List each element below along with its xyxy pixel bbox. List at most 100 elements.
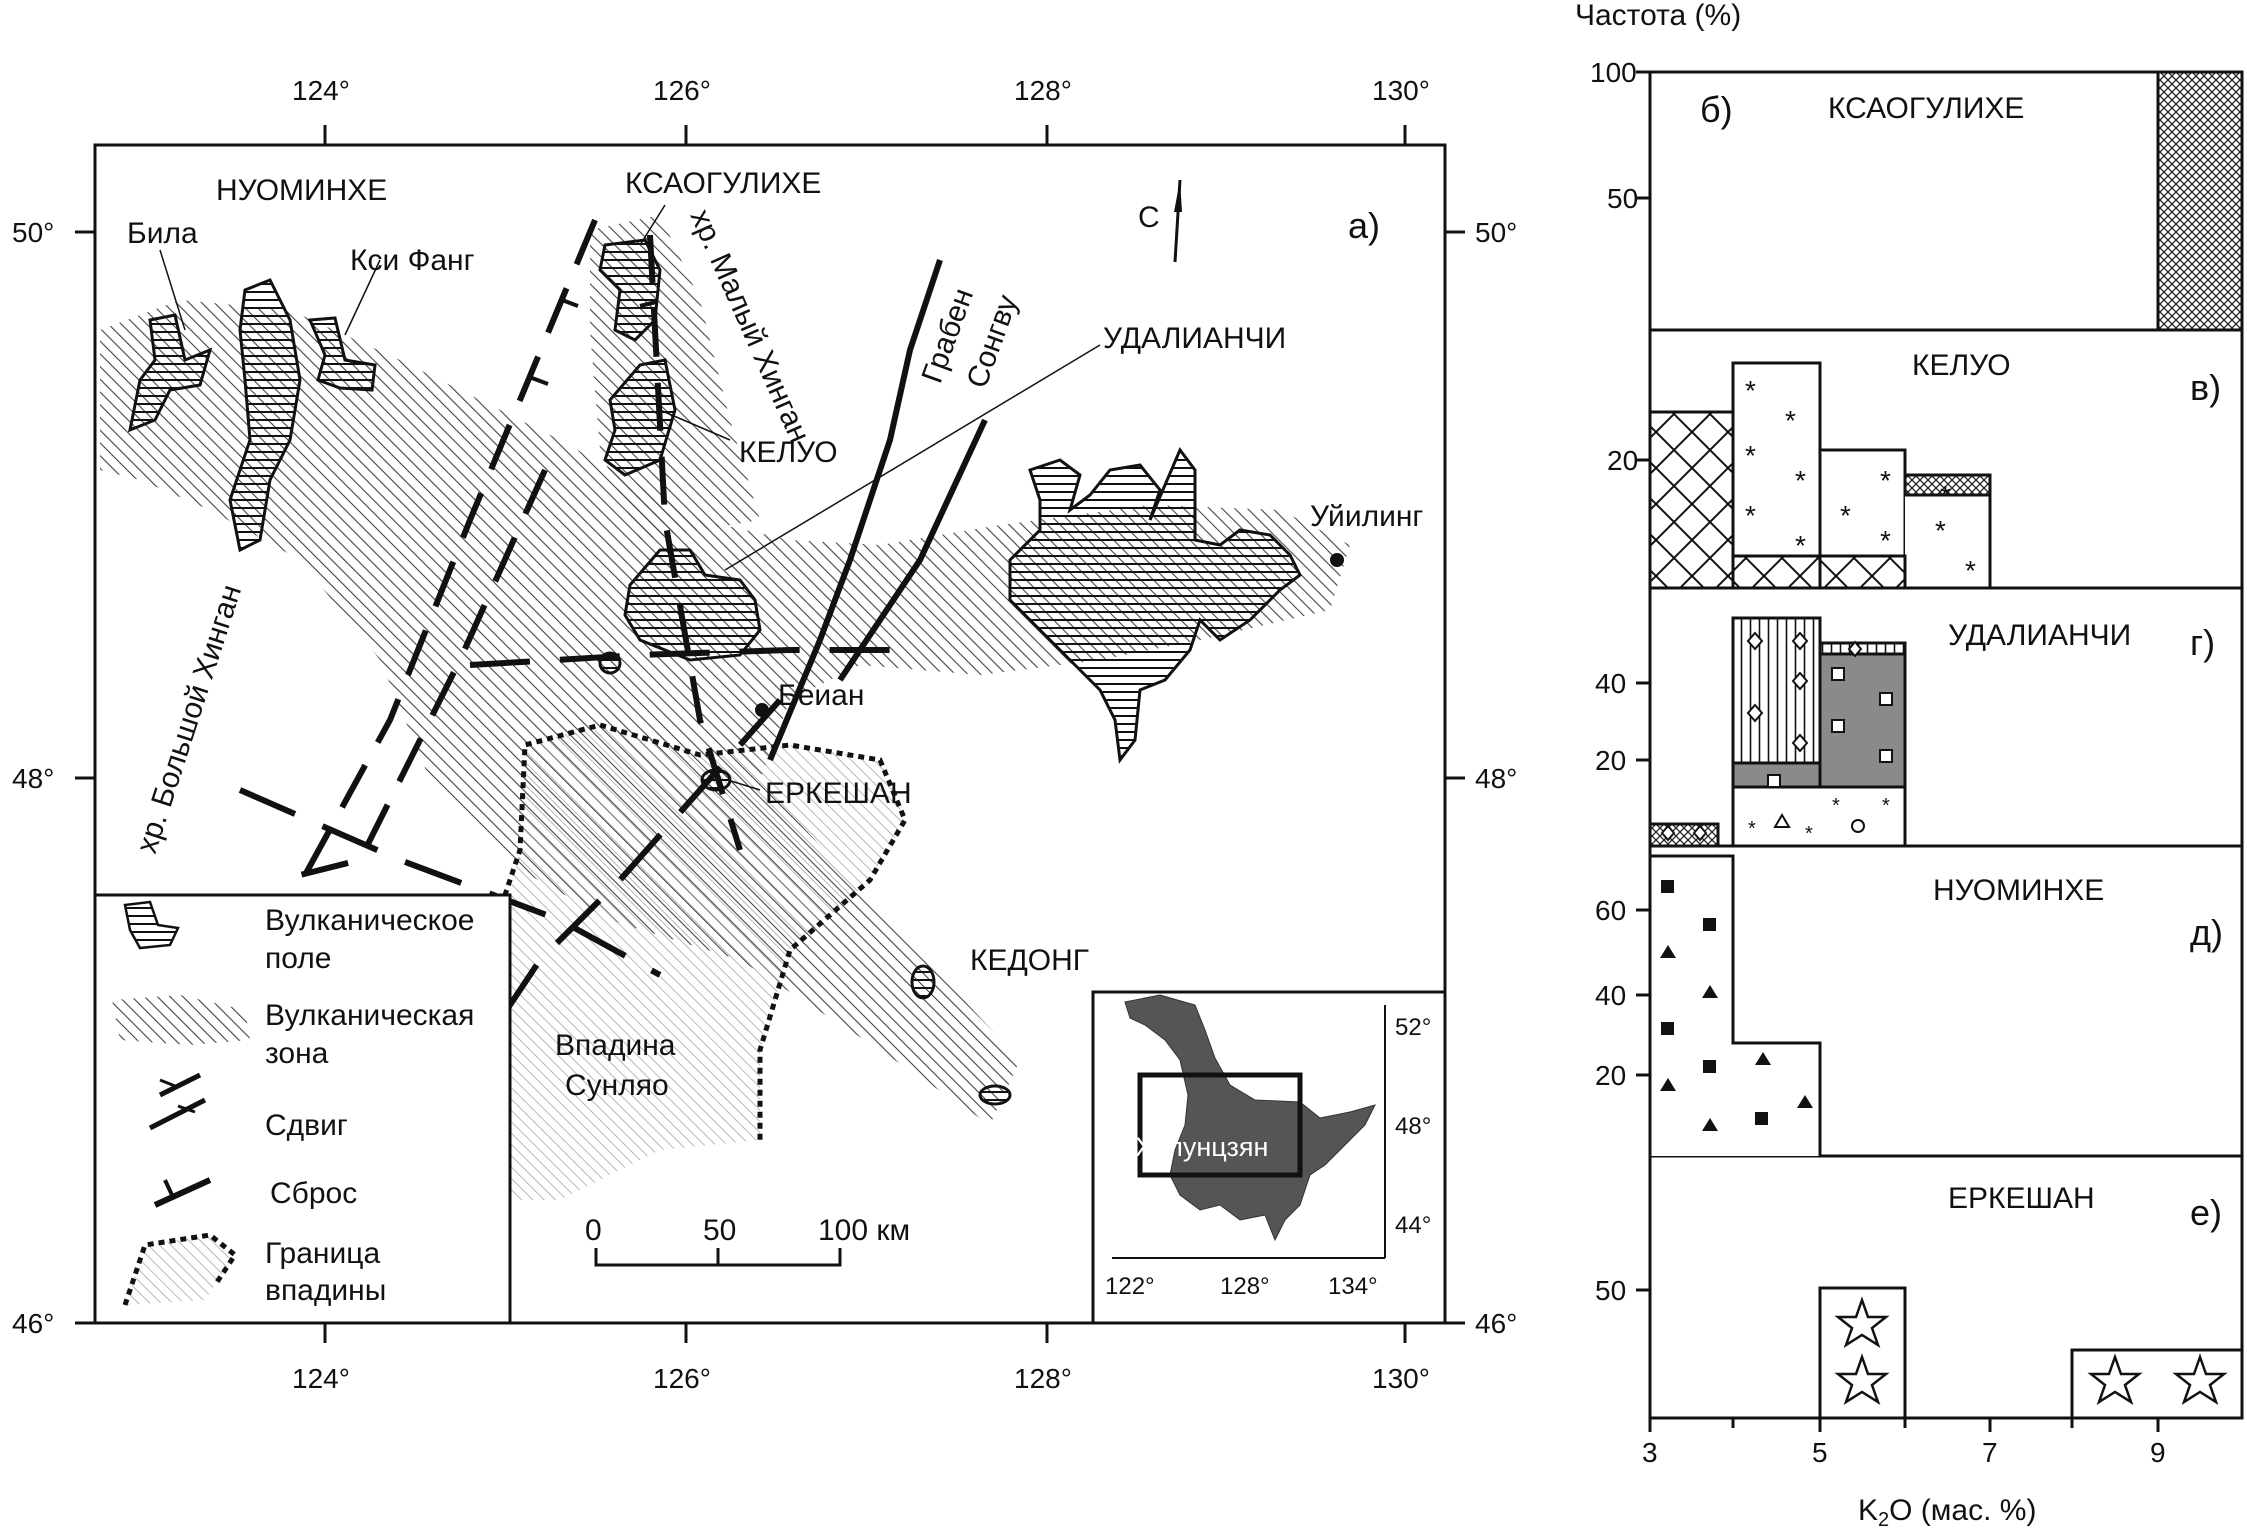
- fault-line-1: [302, 218, 598, 877]
- map-panel-letter: а): [1348, 205, 1380, 246]
- fault-line-4: [469, 647, 910, 668]
- panel-g-ytick-40: 40: [1595, 668, 1626, 699]
- fault-line-3: [647, 234, 743, 851]
- panel-d-ytick-60: 60: [1595, 895, 1626, 926]
- lon-bottom-126: 126°: [653, 1363, 711, 1394]
- faults: [238, 218, 988, 1022]
- svg-text:*: *: [1745, 440, 1756, 471]
- legend: Вулканическое поле Вулканическая зона Сд…: [93, 893, 512, 1325]
- bar-v-k3-cross-extension: [1731, 554, 1907, 590]
- lon-bottom-124: 124°: [292, 1363, 350, 1394]
- hist-y-title: Частота (%): [1575, 0, 1741, 32]
- hist-x-ticks: [1648, 1418, 2160, 1432]
- label-kedong: КЕДОНГ: [970, 944, 1089, 977]
- label-xiaogulihe: КСАОГУЛИХЕ: [625, 167, 821, 200]
- graben-fault-east: [837, 418, 988, 682]
- hist-xtick-9: 9: [2150, 1437, 2166, 1468]
- kedong-field-2: [978, 1084, 1012, 1106]
- lon-bottom-130: 130°: [1372, 1363, 1430, 1394]
- lat-axis-ticks: [75, 230, 1465, 1325]
- xi-fang-field: [307, 316, 377, 392]
- legend-basin-boundary-2: впадины: [265, 1274, 386, 1307]
- svg-text:*: *: [1795, 530, 1806, 561]
- hist-x-title: K2O (мас. %): [1858, 1494, 2036, 1530]
- scale-bar: 0 50 100 км: [585, 1214, 910, 1267]
- panel-d-ytick-20: 20: [1595, 1060, 1626, 1091]
- inset-lon-128: 128°: [1220, 1273, 1270, 1300]
- fault-line-5: [238, 787, 662, 978]
- nuominhe-markers: [1660, 880, 1813, 1131]
- kedong-field-1: [910, 964, 936, 1000]
- panel-e-ytick-50: 50: [1595, 1275, 1626, 1306]
- beian-dot: [755, 703, 769, 717]
- bar-g-k5-top: [1818, 641, 1907, 656]
- volcanic-zone: [100, 300, 1350, 1125]
- svg-text:*: *: [1785, 405, 1796, 436]
- lat-left-50: 50°: [12, 217, 54, 248]
- legend-basin-boundary-1: Граница: [265, 1237, 380, 1270]
- asterisk-markers-keluo: *** *** *** ***: [1745, 375, 1976, 586]
- label-udalianchi: УДАЛИАНЧИ: [1103, 322, 1286, 355]
- panel-b-letter: б): [1700, 89, 1733, 130]
- panel-frame-e: [1648, 1154, 2244, 1420]
- scale-100: 100 км: [818, 1214, 910, 1247]
- svg-text:*: *: [1840, 500, 1851, 531]
- hist-y-ticks: [1636, 70, 1650, 1292]
- panel-d-ytick-40: 40: [1595, 980, 1626, 1011]
- panel-g-ytick-20: 20: [1595, 745, 1626, 776]
- legend-shear: Сдвиг: [265, 1109, 348, 1142]
- panel-v-name: КЕЛУО: [1912, 349, 2011, 382]
- lon-axis-ticks: [323, 125, 1407, 1343]
- inset-lon-134: 134°: [1328, 1273, 1378, 1300]
- inset-lon-122: 122°: [1105, 1273, 1155, 1300]
- panel-v-letter: в): [2190, 367, 2221, 408]
- legend-basin-swatch: [125, 1235, 235, 1305]
- basin-boundary: [467, 722, 908, 1140]
- panel-b-ytick-50: 50: [1607, 183, 1638, 214]
- scale-50: 50: [703, 1214, 736, 1247]
- leader-lines: [159, 204, 1101, 791]
- label-bila: Била: [127, 217, 198, 250]
- lat-left-46: 46°: [12, 1308, 54, 1339]
- svg-text:*: *: [1805, 823, 1813, 845]
- fault-line-2: [279, 468, 548, 883]
- legend-volcanic-zone-1: Вулканическая: [265, 999, 474, 1032]
- legend-fault: Сброс: [270, 1177, 357, 1210]
- svg-text:*: *: [1745, 375, 1756, 406]
- volcanic-fields: [127, 238, 1302, 1106]
- svg-text:*: *: [1832, 795, 1840, 817]
- label-uyiling: Уйилинг: [1310, 500, 1423, 533]
- hist-xtick-5: 5: [1812, 1437, 1828, 1468]
- panel-g-name: УДАЛИАНЧИ: [1948, 619, 2131, 652]
- legend-shear-swatch: [148, 1072, 207, 1131]
- bar-v-k6: [1905, 493, 1992, 590]
- lat-right-48: 48°: [1475, 763, 1517, 794]
- lon-top-130: 130°: [1372, 75, 1430, 106]
- svg-text:*: *: [1965, 555, 1976, 586]
- bar-d: [1648, 854, 1822, 1156]
- north-label: С: [1138, 201, 1160, 234]
- inset-lat-48: 48°: [1395, 1113, 1431, 1140]
- legend-volcanic-field-1: Вулканическое: [265, 904, 474, 937]
- label-beian: Беиан: [778, 679, 864, 712]
- panel-v-ytick-20: 20: [1607, 445, 1638, 476]
- lon-top-128: 128°: [1014, 75, 1072, 106]
- star-markers: [1834, 1296, 2228, 1405]
- nuominhe-field: [228, 278, 302, 553]
- bila-field: [127, 313, 213, 433]
- panel-d-letter: д): [2190, 912, 2223, 953]
- lat-right-46: 46°: [1475, 1308, 1517, 1339]
- graben-fault-west: [767, 259, 943, 762]
- lon-top-126: 126°: [653, 75, 711, 106]
- legend-volcanic-zone-2: зона: [265, 1037, 329, 1070]
- diamond-markers: [1660, 631, 1863, 842]
- label-keluo: КЕЛУО: [739, 436, 838, 469]
- panel-b-name: КСАОГУЛИХЕ: [1828, 92, 2024, 125]
- east-field: [1008, 447, 1302, 764]
- uyiling-dot: [1330, 553, 1344, 567]
- legend-fault-swatch: [153, 1177, 212, 1208]
- bar-e-k8: [2070, 1348, 2244, 1420]
- svg-text:*: *: [1882, 795, 1890, 817]
- svg-text:*: *: [1880, 525, 1891, 556]
